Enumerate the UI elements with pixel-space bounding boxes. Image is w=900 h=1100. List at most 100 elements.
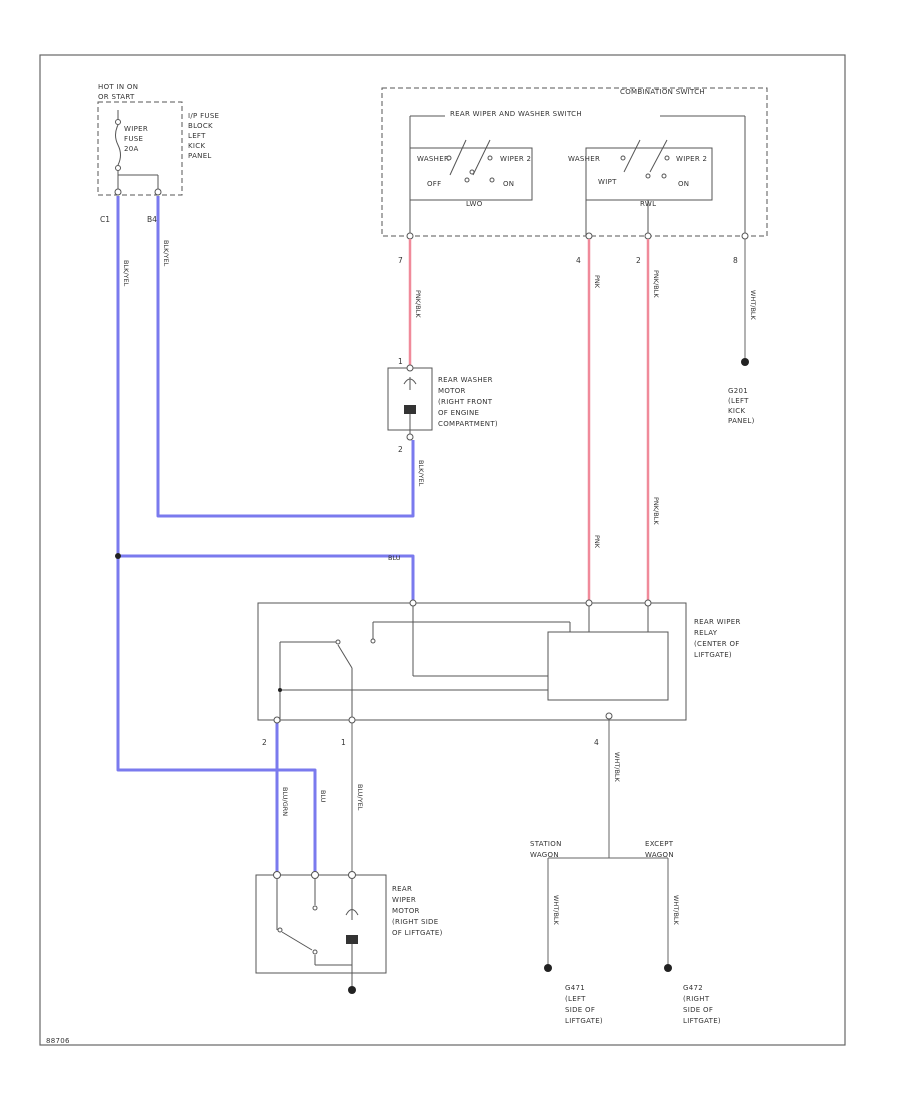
fuse-block-loc-3: PANEL (188, 152, 212, 160)
combination-switch: COMBINATION SWITCH REAR WIPER AND WASHER… (381, 87, 768, 265)
relay-pin-4: 4 (594, 738, 599, 747)
wire-label-gnd1: WHT/BLK (749, 290, 757, 321)
switch-pin-label-8: 8 (733, 256, 738, 265)
wire-label-red3: PNK/BLK (652, 270, 660, 298)
fuse-block-name-1: I/P FUSE (188, 112, 219, 120)
fuse-name-3: 20A (124, 145, 139, 153)
fuse-block-name-2: BLOCK (188, 122, 213, 130)
ground-g472-dot (664, 964, 672, 972)
washer-motor-label-3: (RIGHT FRONT (438, 398, 493, 406)
combination-switch-subtitle: REAR WIPER AND WASHER SWITCH (450, 110, 582, 118)
combination-switch-title: COMBINATION SWITCH (620, 88, 705, 96)
wire-blk-yel-washer (156, 196, 415, 518)
washer-motor-label-1: REAR WASHER (438, 376, 493, 384)
relay-label-2: RELAY (694, 629, 718, 637)
fuse-name-2: FUSE (124, 135, 143, 143)
wire-label-blue2: BLK/YEL (162, 240, 170, 267)
ground-g472-id: G472 (683, 984, 703, 992)
wire-blk-yel-main (116, 196, 317, 875)
washer-switch-right: WIPER 2 (500, 155, 531, 163)
ground-g472-loc-3: LIFTGATE) (683, 1017, 721, 1025)
wiper-switch-right: WIPER 2 (676, 155, 707, 163)
diagram-id: 88706 (46, 1037, 70, 1045)
fuse-block-outline (97, 101, 183, 196)
switch-pin-2 (644, 232, 652, 240)
ground-g471-dot (544, 964, 552, 972)
fuse-pin-b4-terminal (154, 188, 162, 196)
washer-motor-label-2: MOTOR (438, 387, 466, 395)
wire-label-blue1: BLK/YEL (122, 260, 130, 287)
power-source-line1: HOT IN ON (98, 83, 138, 91)
washer-switch-name: LWO (466, 200, 483, 208)
wire-label-red2: PNK (593, 275, 601, 289)
ground-g471-loc-3: LIFTGATE) (565, 1017, 603, 1025)
wire-label-red3-lower: PNK/BLK (652, 497, 660, 525)
ground-g201-id: G201 (728, 387, 748, 395)
washer-motor-label-5: COMPARTMENT) (438, 420, 498, 428)
wire-label-relay-gnd: WHT/BLK (613, 752, 621, 783)
combination-switch-outline (381, 87, 768, 237)
ground-g471-loc-2: SIDE OF (565, 1006, 595, 1014)
switch-pin-label-4: 4 (576, 256, 581, 265)
relay-label-3: (CENTER OF (694, 640, 740, 648)
wiper-motor-label-2: WIPER (392, 896, 416, 904)
washer-motor-label-4: OF ENGINE (438, 409, 479, 417)
relay-pin-1: 1 (341, 738, 346, 747)
wire-label-motor-w1: BLU/GRN (281, 787, 289, 816)
washer-motor-pin-1: 1 (398, 357, 403, 366)
wire-label-red1: PNK/BLK (414, 290, 422, 318)
ground-g201-loc-3: PANEL) (728, 417, 755, 425)
splice-point (115, 553, 121, 559)
fuse-block-loc-2: KICK (188, 142, 205, 150)
rear-washer-motor: 1 2 REAR WASHER MOTOR (RIGHT FRONT OF EN… (387, 357, 498, 454)
variant-left-1: STATION (530, 840, 562, 848)
washer-switch-on: ON (503, 180, 514, 188)
switch-pin-label-7: 7 (398, 256, 403, 265)
ground-g472-loc-1: (RIGHT (683, 995, 710, 1003)
ground-variants: STATION WAGON EXCEPT WAGON G471 (LEFT SI… (530, 840, 721, 1025)
fuse-block: HOT IN ON OR START WIPER FUSE 20A I/P FU… (97, 83, 219, 224)
relay-label-4: LIFTGATE) (694, 651, 732, 659)
wiper-switch-off: WIPT (598, 178, 617, 186)
wire-label-gnd-left: WHT/BLK (552, 895, 560, 926)
rear-wiper-relay: 2 1 4 REAR WIPER RELAY (CENTER OF LIFTGA… (257, 599, 740, 747)
fuse-name-1: WIPER (124, 125, 148, 133)
wiper-motor-label-4: (RIGHT SIDE (392, 918, 438, 926)
fuse-pin-c1: C1 (100, 215, 110, 224)
diagram-frame (39, 54, 846, 1046)
fuse-block-loc-1: LEFT (188, 132, 206, 140)
wiper-motor-label-3: MOTOR (392, 907, 420, 915)
washer-switch-left: WASHER (417, 155, 449, 163)
switch-pin-4 (585, 232, 593, 240)
ground-g201-loc-1: (LEFT (728, 397, 749, 405)
ground-g201: G201 (LEFT KICK PANEL) (728, 387, 755, 425)
variant-left-2: WAGON (530, 851, 559, 859)
relay-pin-2: 2 (262, 738, 267, 747)
fuse-pin-b4: B4 (147, 215, 157, 224)
washer-switch-off: OFF (427, 180, 441, 188)
variant-right-1: EXCEPT (645, 840, 674, 848)
ground-g471-loc-1: (LEFT (565, 995, 586, 1003)
washer-motor-pin-2: 2 (398, 445, 403, 454)
power-source-line2: OR START (98, 93, 135, 101)
switch-pin-8 (741, 232, 749, 240)
wire-blu-relay (118, 554, 415, 603)
wire-label-relay-blue: BLU (388, 554, 401, 562)
switch-pin-label-2: 2 (636, 256, 641, 265)
wiper-motor-label-1: REAR (392, 885, 412, 893)
switch-pin-7 (406, 232, 414, 240)
ground-g201-dot (741, 358, 749, 366)
rear-wiper-motor: REAR WIPER MOTOR (RIGHT SIDE OF LIFTGATE… (255, 871, 443, 994)
wire-label-motor-w3: BLU/YEL (356, 784, 364, 811)
wiper-motor-label-5: OF LIFTGATE) (392, 929, 443, 937)
wiper-motor-box (255, 874, 387, 974)
fuse-pin-c1-terminal (114, 188, 122, 196)
wire-label-wash-out: BLK/YEL (417, 460, 425, 487)
wire-label-gnd-right: WHT/BLK (672, 895, 680, 926)
wire-label-motor-w2: BLU (319, 790, 327, 803)
ground-g472-loc-2: SIDE OF (683, 1006, 713, 1014)
relay-coil (547, 631, 669, 701)
wiper-switch-on: ON (678, 180, 689, 188)
ground-g201-loc-2: KICK (728, 407, 745, 415)
